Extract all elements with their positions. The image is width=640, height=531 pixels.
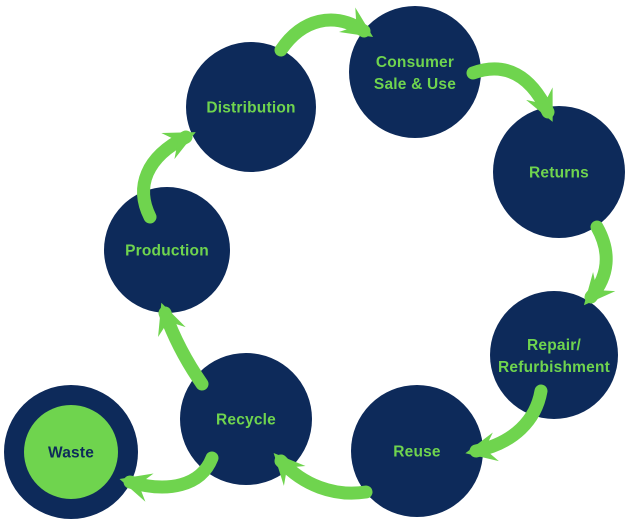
node-label-line: Waste bbox=[48, 445, 94, 462]
node-waste-label: Waste bbox=[48, 445, 94, 462]
node-label-line: Returns bbox=[529, 165, 589, 182]
node-label-line: Sale & Use bbox=[374, 76, 456, 93]
node-production-circle bbox=[104, 187, 230, 313]
node-repair-refurbishment-label: Repair/Refurbishment bbox=[498, 337, 610, 376]
node-distribution-label: Distribution bbox=[206, 100, 295, 117]
arrow-recycle-to-waste bbox=[119, 451, 219, 502]
node-recycle-label: Recycle bbox=[216, 412, 276, 429]
node-production-label: Production bbox=[125, 243, 209, 260]
node-repair-refurbishment: Repair/Refurbishment bbox=[490, 291, 618, 419]
arrow-recycle-to-production bbox=[158, 302, 209, 391]
node-repair-refurbishment-circle bbox=[490, 291, 618, 419]
arrow-reuse-to-recycle bbox=[273, 452, 373, 500]
node-distribution: Distribution bbox=[186, 42, 316, 172]
arrow-production-to-distribution bbox=[137, 130, 196, 224]
node-label-line: Refurbishment bbox=[498, 359, 610, 376]
node-reuse-circle bbox=[351, 385, 483, 517]
arrow-consumer-sale-use-to-returns bbox=[466, 62, 555, 122]
node-returns-label: Returns bbox=[529, 165, 589, 182]
node-returns-circle bbox=[493, 106, 625, 238]
node-production: Production bbox=[104, 187, 230, 313]
node-waste: Waste bbox=[4, 385, 138, 519]
arrow-returns-to-repair-refurbishment bbox=[583, 220, 616, 306]
arrow-repair-refurbishment-to-reuse bbox=[465, 384, 548, 462]
node-reuse: Reuse bbox=[351, 385, 483, 517]
node-waste-inner-circle bbox=[24, 405, 118, 499]
node-label-line: Production bbox=[125, 243, 209, 260]
arrow-distribution-to-consumer-sale-use bbox=[274, 7, 374, 57]
node-label-line: Consumer bbox=[376, 54, 454, 71]
node-label-line: Recycle bbox=[216, 412, 276, 429]
node-label-line: Distribution bbox=[206, 100, 295, 117]
node-returns: Returns bbox=[493, 106, 625, 238]
node-label-line: Repair/ bbox=[527, 337, 581, 354]
node-reuse-label: Reuse bbox=[393, 444, 441, 461]
node-label-line: Reuse bbox=[393, 444, 441, 461]
node-distribution-circle bbox=[186, 42, 316, 172]
node-consumer-sale-use-circle bbox=[349, 6, 481, 138]
